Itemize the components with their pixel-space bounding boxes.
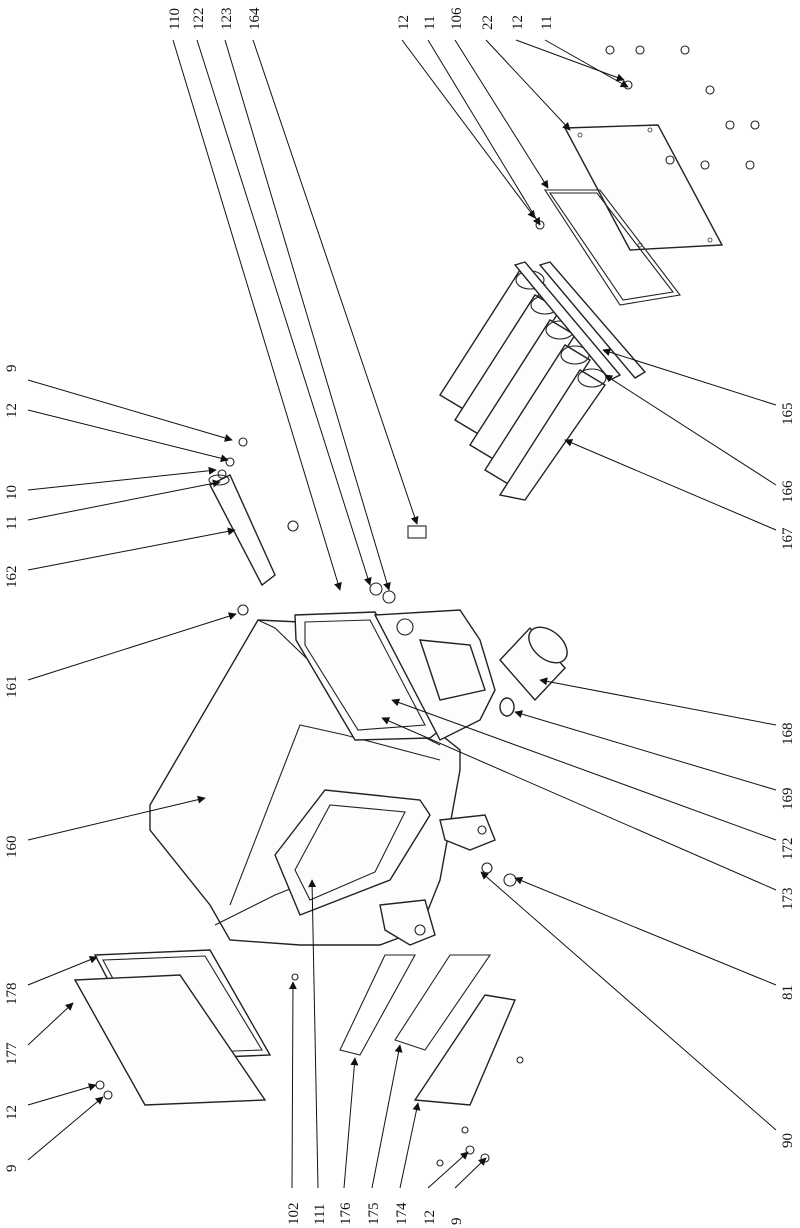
label-173: 173 — [780, 888, 796, 911]
label-11-upper: 11 — [4, 516, 20, 530]
label-11-top: 11 — [422, 16, 438, 30]
label-12-lower: 12 — [422, 1210, 438, 1225]
label-12-lower-left: 12 — [4, 1105, 20, 1120]
label-10: 10 — [4, 485, 20, 500]
label-81: 81 — [780, 985, 796, 1000]
main-housing-160 — [149, 609, 496, 946]
capacitor-bank-167 — [439, 261, 647, 501]
label-168: 168 — [780, 723, 796, 746]
gasket-106 — [543, 189, 681, 306]
label-161: 161 — [4, 676, 20, 699]
label-176: 176 — [338, 1202, 354, 1225]
label-165: 165 — [780, 403, 796, 426]
label-175: 175 — [366, 1203, 382, 1226]
label-12-top: 12 — [396, 15, 412, 30]
labels-right: 165 166 167 168 169 172 173 81 90 — [780, 403, 796, 1149]
label-22: 22 — [480, 15, 496, 30]
label-9-upper: 9 — [4, 365, 20, 373]
gasket-176 — [339, 954, 416, 1056]
plate-177 — [73, 974, 267, 1106]
fasteners — [95, 45, 760, 1167]
label-102: 102 — [286, 1203, 302, 1226]
label-122: 122 — [191, 8, 207, 31]
label-167: 167 — [780, 527, 796, 550]
cover-plate-22 — [563, 124, 724, 251]
label-110: 110 — [167, 8, 183, 30]
label-123: 123 — [219, 8, 235, 31]
label-178: 178 — [4, 983, 20, 1006]
label-160: 160 — [4, 836, 20, 859]
label-9-lower: 9 — [449, 1218, 465, 1226]
leader-lines — [27, 39, 777, 1189]
label-106: 106 — [449, 7, 465, 30]
label-166: 166 — [780, 480, 796, 503]
filter-168 — [499, 626, 568, 702]
duct-162 — [208, 474, 276, 587]
label-169: 169 — [780, 788, 796, 811]
labels-bottom: 178 177 12 9 102 111 176 175 174 12 9 — [4, 983, 465, 1226]
label-174: 174 — [394, 1202, 410, 1225]
labels-top: 110 122 123 164 12 11 106 22 12 11 — [167, 7, 555, 30]
label-11-top-right: 11 — [539, 16, 555, 30]
label-164: 164 — [247, 7, 263, 30]
label-12-top-right: 12 — [510, 15, 526, 30]
label-177: 177 — [4, 1042, 20, 1065]
cover-174 — [413, 994, 516, 1106]
labels-left-top: 9 12 10 11 162 161 160 — [4, 365, 20, 859]
label-12-upper: 12 — [4, 403, 20, 418]
label-111: 111 — [312, 1204, 328, 1225]
label-90: 90 — [780, 1133, 796, 1148]
fitting-169 — [499, 697, 515, 717]
label-172: 172 — [780, 838, 796, 861]
label-162: 162 — [4, 566, 20, 589]
label-9-lower-left: 9 — [4, 1165, 20, 1173]
gasket-175 — [394, 954, 492, 1051]
